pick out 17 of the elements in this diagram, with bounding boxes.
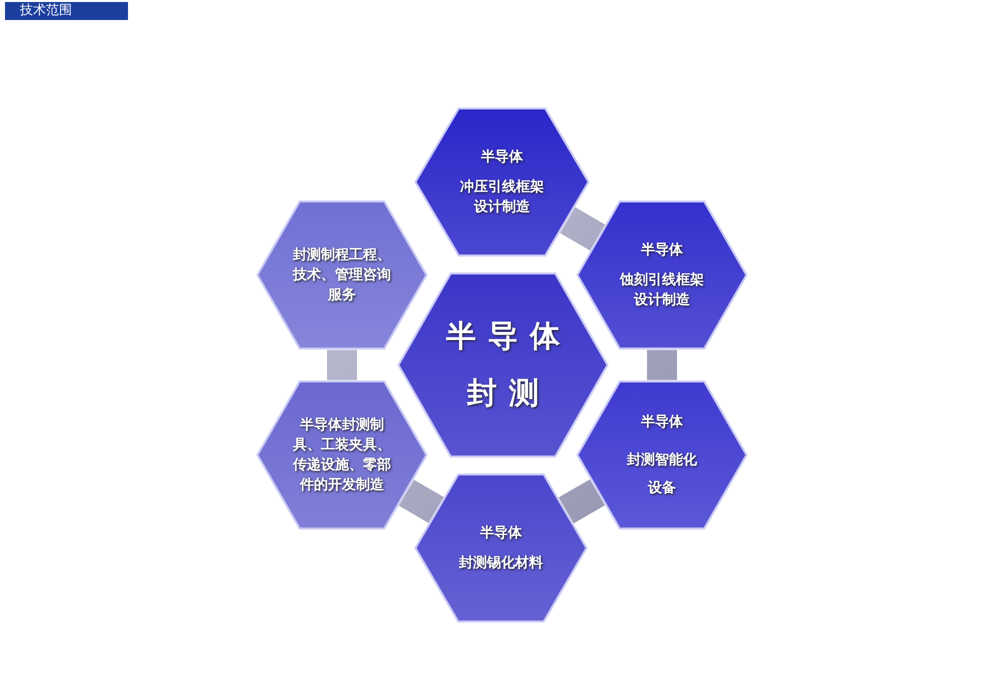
title-bar: 技术范围 — [5, 2, 128, 20]
center-title: 半导体封测 — [445, 318, 573, 413]
connector-band — [558, 479, 605, 524]
hexagon-label: 冲压引线框架设计制造 — [459, 178, 545, 217]
hexagon-label: 半导体 — [640, 413, 684, 432]
hexagon-label: 蚀刻引线框架设计制造 — [618, 271, 705, 310]
hexagon-label: 半导体 — [479, 524, 523, 543]
connector-band — [398, 480, 444, 523]
hexagon-label: 封测智能化设备 — [626, 451, 698, 498]
connector-band — [647, 350, 677, 380]
hexagon-label: 半导体 — [640, 241, 684, 260]
hexagon-label: 半导体封测制具、工装夹具、传递设施、零部件的开发制造 — [292, 416, 392, 495]
hexagon-label: 半导体 — [480, 148, 524, 167]
hexagon-label: 封测制程工程、技术、管理咨询服务 — [292, 246, 392, 305]
hexagon-label: 封测锡化材料 — [458, 554, 544, 573]
connector-band — [560, 207, 605, 250]
connector-band — [327, 350, 357, 380]
